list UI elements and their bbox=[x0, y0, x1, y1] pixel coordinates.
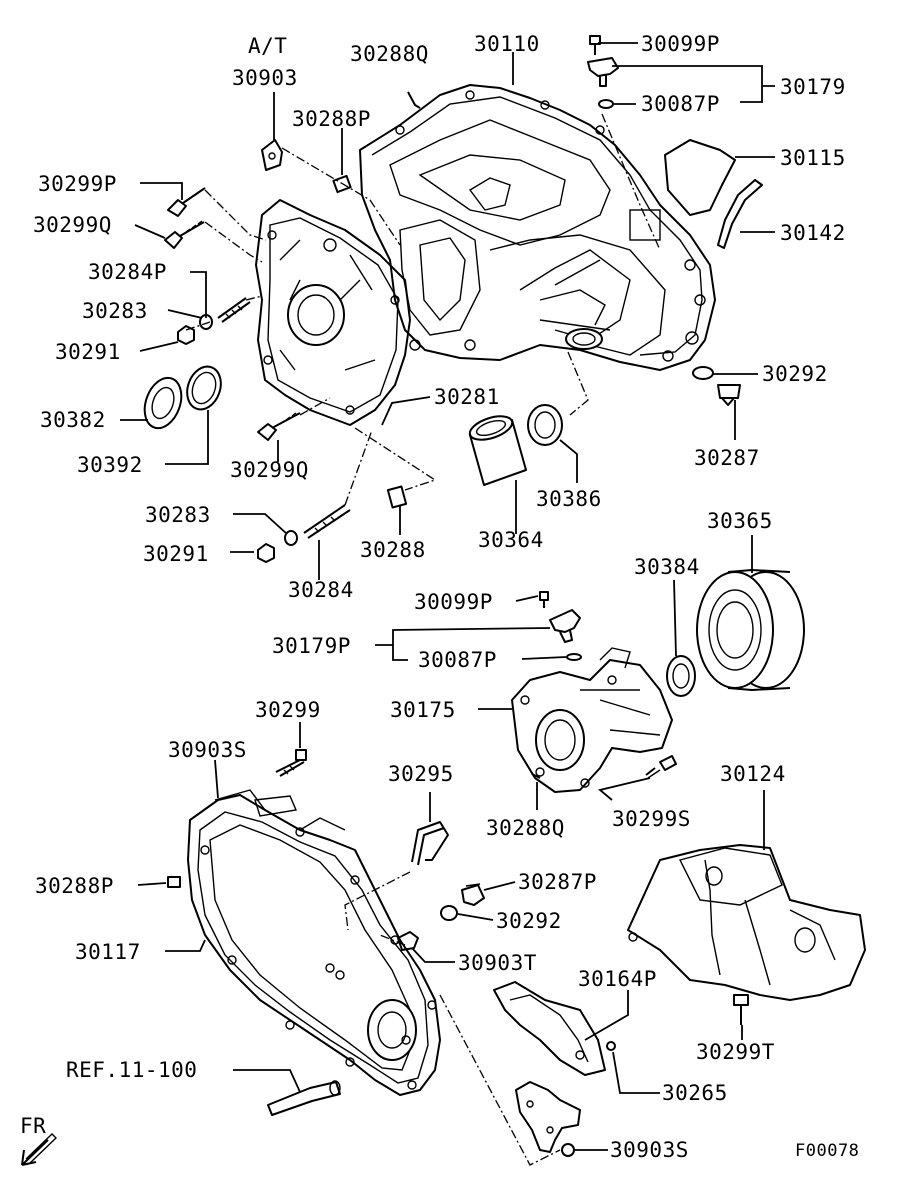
label-30142: 30142 bbox=[780, 221, 846, 245]
label-30291-top: 30291 bbox=[55, 340, 121, 364]
label-30283-top: 30283 bbox=[82, 299, 148, 323]
label-30179p: 30179P bbox=[272, 634, 351, 658]
label-30284p: 30284P bbox=[88, 260, 167, 284]
leader-lines bbox=[120, 42, 775, 1151]
label-30392: 30392 bbox=[77, 453, 143, 477]
label-30179: 30179 bbox=[780, 75, 846, 99]
label-30299p: 30299P bbox=[38, 172, 117, 196]
label-30299s: 30299S bbox=[612, 807, 691, 831]
label-30903s-lower: 30903S bbox=[610, 1138, 689, 1162]
front-cover bbox=[255, 199, 411, 426]
label-30903t: 30903T bbox=[458, 951, 537, 975]
label-30284: 30284 bbox=[288, 578, 354, 602]
middle-parts bbox=[511, 569, 805, 793]
label-30288p-top: 30288P bbox=[292, 107, 371, 131]
label-30099p-top: 30099P bbox=[641, 32, 720, 56]
label-30382: 30382 bbox=[40, 408, 106, 432]
label-30292-top: 30292 bbox=[762, 362, 828, 386]
transfer-case-cover bbox=[187, 789, 441, 1096]
orientation-label: FR bbox=[20, 1114, 47, 1138]
label-30365: 30365 bbox=[707, 509, 773, 533]
label-30386: 30386 bbox=[536, 487, 602, 511]
label-30283-lower: 30283 bbox=[145, 503, 211, 527]
label-30292-lower: 30292 bbox=[496, 909, 562, 933]
label-30265: 30265 bbox=[662, 1081, 728, 1105]
label-30175: 30175 bbox=[390, 698, 456, 722]
label-30164p: 30164P bbox=[578, 967, 657, 991]
label-30115: 30115 bbox=[780, 146, 846, 170]
label-30087p-mid: 30087P bbox=[418, 648, 497, 672]
label-30099p-mid: 30099P bbox=[414, 590, 493, 614]
label-30117: 30117 bbox=[75, 940, 141, 964]
label-30288q-mid: 30288Q bbox=[486, 816, 565, 840]
alignment-lines bbox=[185, 113, 661, 1166]
label-30903: 30903 bbox=[232, 66, 298, 90]
label-30087p-top: 30087P bbox=[641, 92, 720, 116]
reference-label: REF.11-100 bbox=[66, 1058, 198, 1082]
label-30299t: 30299T bbox=[696, 1040, 775, 1064]
label-30299q-lower: 30299Q bbox=[230, 458, 309, 482]
label-30287-top: 30287 bbox=[694, 446, 760, 470]
label-30288: 30288 bbox=[360, 538, 426, 562]
variant-note: A/T bbox=[248, 34, 288, 58]
label-30124: 30124 bbox=[720, 762, 786, 786]
lower-small-parts bbox=[21, 749, 866, 1166]
transfer-case-housing bbox=[359, 84, 716, 371]
label-30903s-top: 30903S bbox=[168, 738, 247, 762]
label-30287p: 30287P bbox=[518, 870, 597, 894]
label-30299q-top: 30299Q bbox=[33, 213, 112, 237]
label-30295: 30295 bbox=[388, 762, 454, 786]
label-30288q-top: 30288Q bbox=[350, 42, 429, 66]
label-30110: 30110 bbox=[474, 32, 540, 56]
label-30299: 30299 bbox=[255, 698, 321, 722]
upper-small-parts bbox=[143, 35, 763, 563]
figure-code: F00078 bbox=[795, 1141, 860, 1161]
label-30364: 30364 bbox=[478, 528, 544, 552]
label-30281: 30281 bbox=[434, 385, 500, 409]
label-30291-lower: 30291 bbox=[143, 542, 209, 566]
label-30288p-lower: 30288P bbox=[35, 874, 114, 898]
label-30384: 30384 bbox=[634, 555, 700, 579]
